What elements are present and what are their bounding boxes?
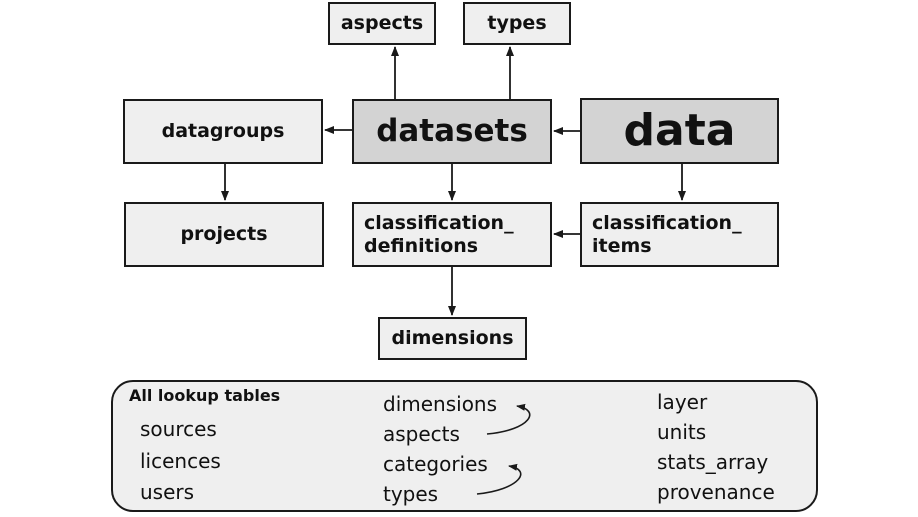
lookup-item: users [140, 480, 195, 504]
lookup-item: aspects [383, 422, 460, 446]
node-dimensions-label: dimensions [391, 327, 514, 350]
lookup-item: sources [140, 417, 217, 441]
node-datagroups-label: datagroups [161, 120, 285, 143]
node-aspects: aspects [328, 2, 436, 45]
node-types-label: types [487, 12, 547, 35]
lookup-item: types [383, 482, 439, 506]
node-datasets-label: datasets [376, 112, 528, 149]
node-data: data [580, 98, 779, 164]
lookup-item: layer [657, 390, 708, 414]
node-types: types [463, 2, 571, 45]
lookup-item: stats_array [657, 450, 769, 474]
node-data-label: data [623, 104, 736, 156]
lookup-item: units [657, 420, 707, 444]
node-classification-definitions: classification_ definitions [352, 202, 552, 267]
node-aspects-label: aspects [340, 12, 424, 35]
lookup-tables-title: All lookup tables [129, 386, 281, 405]
lookup-item: provenance [657, 480, 775, 504]
node-projects-label: projects [180, 223, 268, 246]
lookup-curved-arrows [476, 403, 531, 495]
node-projects: projects [124, 202, 324, 267]
node-dimensions: dimensions [378, 317, 527, 360]
node-datasets: datasets [352, 99, 552, 164]
curved-arrow-types-categories [476, 463, 522, 495]
node-classification-definitions-label: classification_ definitions [364, 211, 514, 257]
curved-arrow-aspects-dimensions [486, 403, 531, 435]
lookup-item: categories [383, 452, 488, 476]
lookup-tables-panel: All lookup tables sources licences users… [111, 380, 818, 512]
lookup-item: licences [140, 449, 221, 473]
lookup-item: dimensions [383, 392, 498, 416]
node-classification-items: classification_ items [580, 202, 779, 267]
node-datagroups: datagroups [123, 99, 323, 164]
node-classification-items-label: classification_ items [592, 211, 742, 257]
